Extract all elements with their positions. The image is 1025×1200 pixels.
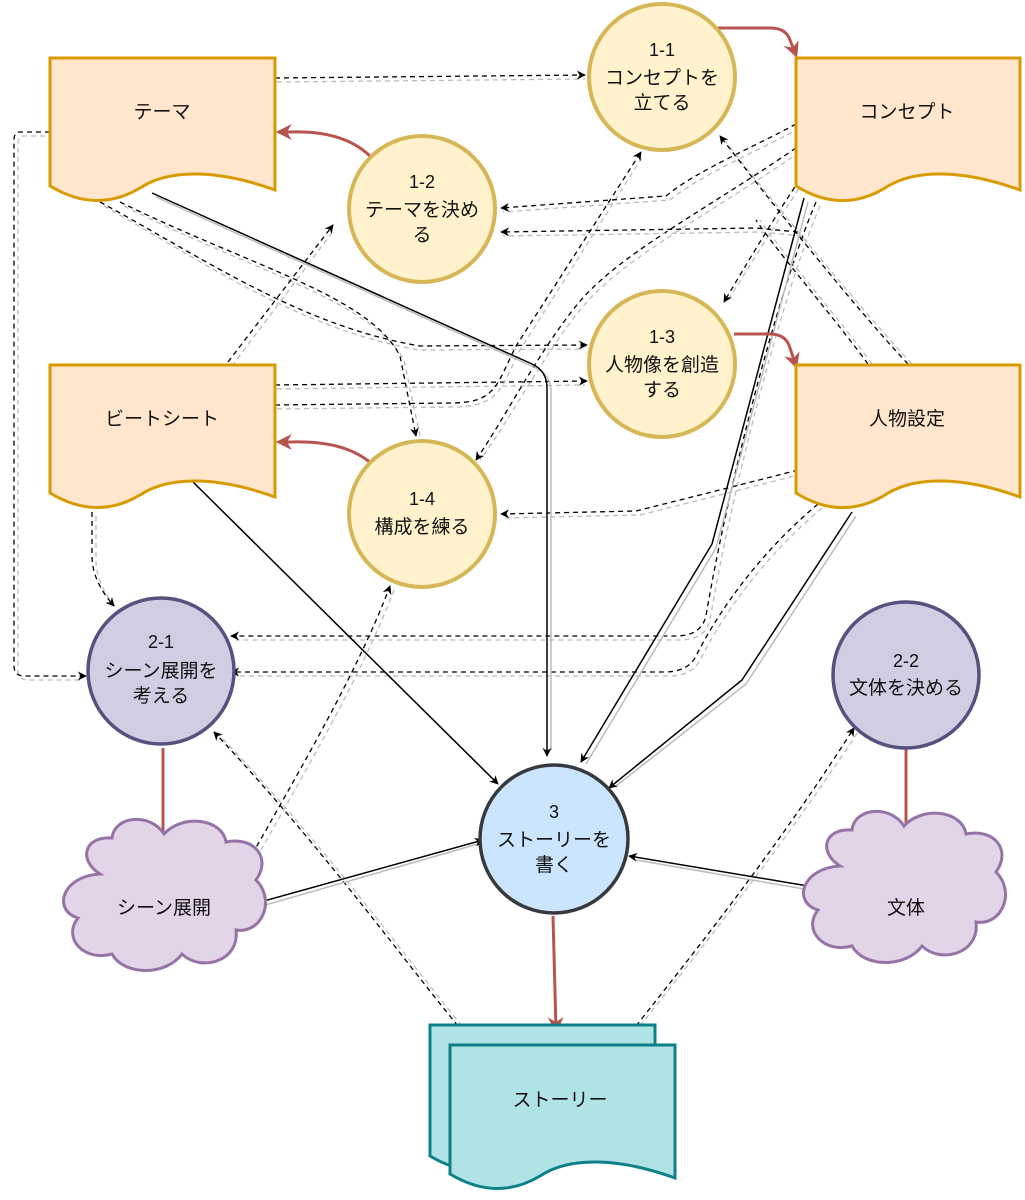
character-document[interactable]: 人物設定	[794, 363, 1022, 509]
dashed-edges	[13, 70, 913, 1027]
beat-sheet-document[interactable]: ビートシート	[48, 363, 277, 510]
process-1-2-line1: テーマを決め	[365, 199, 479, 221]
edges	[13, 26, 914, 1034]
story-multidocument[interactable]: ストーリー	[428, 1023, 677, 1191]
process-2-1-line1: シーン展開を	[104, 661, 217, 682]
style-cloud[interactable]: 文体	[802, 810, 1007, 964]
edge-concept-to-3	[580, 197, 805, 763]
process-2-1[interactable]: 2-1 シーン展開を 考える	[86, 596, 236, 746]
concept-document[interactable]: コンセプト	[794, 56, 1022, 202]
edge-character-to-1-4	[500, 469, 799, 519]
edge-beatsheet-to-1-1	[274, 151, 642, 406]
process-2-2-number: 2-2	[893, 651, 919, 671]
edge-beatsheet-to-1-3	[274, 376, 588, 386]
process-1-3-number: 1-3	[649, 327, 675, 347]
edge-1-2-to-theme	[275, 124, 374, 160]
edge-1-4-to-beatsheet	[275, 434, 373, 466]
edge-scene-to-1-4	[247, 585, 392, 863]
solid-edges	[151, 192, 857, 911]
edge-beatsheet-to-1-2	[227, 224, 334, 363]
scene-development-cloud-label: シーン展開	[117, 898, 211, 919]
edge-1-3-to-character	[734, 332, 800, 370]
edge-concept-to-1-2	[500, 123, 797, 212]
process-3[interactable]: 3 ストーリーを 書く	[478, 763, 630, 915]
process-1-4[interactable]: 1-4 構成を練る	[347, 439, 497, 589]
edge-theme-to-1-3	[99, 201, 588, 350]
edge-character-to-1-1	[719, 135, 909, 365]
process-1-3[interactable]: 1-3 人物像を創造 する	[587, 289, 737, 439]
process-1-1-number: 1-1	[649, 40, 675, 60]
concept-document-label: コンセプト	[859, 101, 954, 123]
edge-character-to-2-1	[230, 503, 819, 677]
edge-style-to-3	[628, 852, 809, 887]
process-2-2[interactable]: 2-2 文体を決める	[831, 600, 981, 750]
theme-document[interactable]: テーマ	[48, 56, 277, 203]
edge-1-1-to-concept	[718, 26, 799, 58]
edge-scene-to-3	[245, 837, 484, 907]
edge-beatsheet-to-3	[189, 478, 499, 785]
edge-character-to-3	[608, 511, 853, 789]
edge-theme-to-1-4	[119, 201, 419, 437]
edge-concept-to-1-4	[475, 147, 797, 461]
edge-theme-to-3	[151, 192, 552, 757]
process-1-3-line1: 人物像を創造	[605, 354, 719, 376]
process-3-number: 3	[549, 802, 559, 822]
edge-beatsheet-to-2-1	[91, 512, 115, 607]
process-1-4-number: 1-4	[409, 489, 435, 509]
process-3-line2: 書く	[535, 854, 573, 876]
process-1-3-line2: する	[643, 380, 681, 401]
process-1-2-line2: る	[412, 225, 431, 246]
edge-theme-to-2-1	[13, 131, 87, 681]
process-2-2-line1: 文体を決める	[849, 677, 963, 699]
process-1-1-line1: コンセプトを	[605, 67, 719, 89]
scene-development-cloud[interactable]: シーン展開	[62, 818, 267, 972]
process-3-line1: ストーリーを	[497, 830, 611, 851]
character-document-label: 人物設定	[869, 408, 945, 430]
edge-concept-to-2-1	[230, 201, 817, 641]
process-1-1[interactable]: 1-1 コンセプトを 立てる	[587, 2, 737, 152]
story-multidocument-label: ストーリー	[512, 1090, 607, 1111]
process-1-1-line2: 立てる	[633, 92, 690, 114]
process-1-2[interactable]: 1-2 テーマを決め る	[347, 134, 497, 284]
beat-sheet-document-label: ビートシート	[105, 408, 219, 430]
process-1-2-number: 1-2	[409, 172, 435, 192]
edge-story-to-2-2	[635, 727, 855, 1027]
edge-theme-to-1-1	[274, 70, 586, 80]
edge-3-to-story	[547, 915, 564, 1034]
process-2-1-line2: 考える	[133, 685, 189, 707]
edge-character-to-1-2	[500, 227, 799, 237]
process-2-1-number: 2-1	[148, 632, 174, 652]
style-cloud-label: 文体	[887, 897, 925, 919]
process-1-4-line1: 構成を練る	[374, 516, 469, 538]
theme-document-label: テーマ	[133, 102, 190, 123]
edge-story-to-2-1	[213, 731, 459, 1027]
